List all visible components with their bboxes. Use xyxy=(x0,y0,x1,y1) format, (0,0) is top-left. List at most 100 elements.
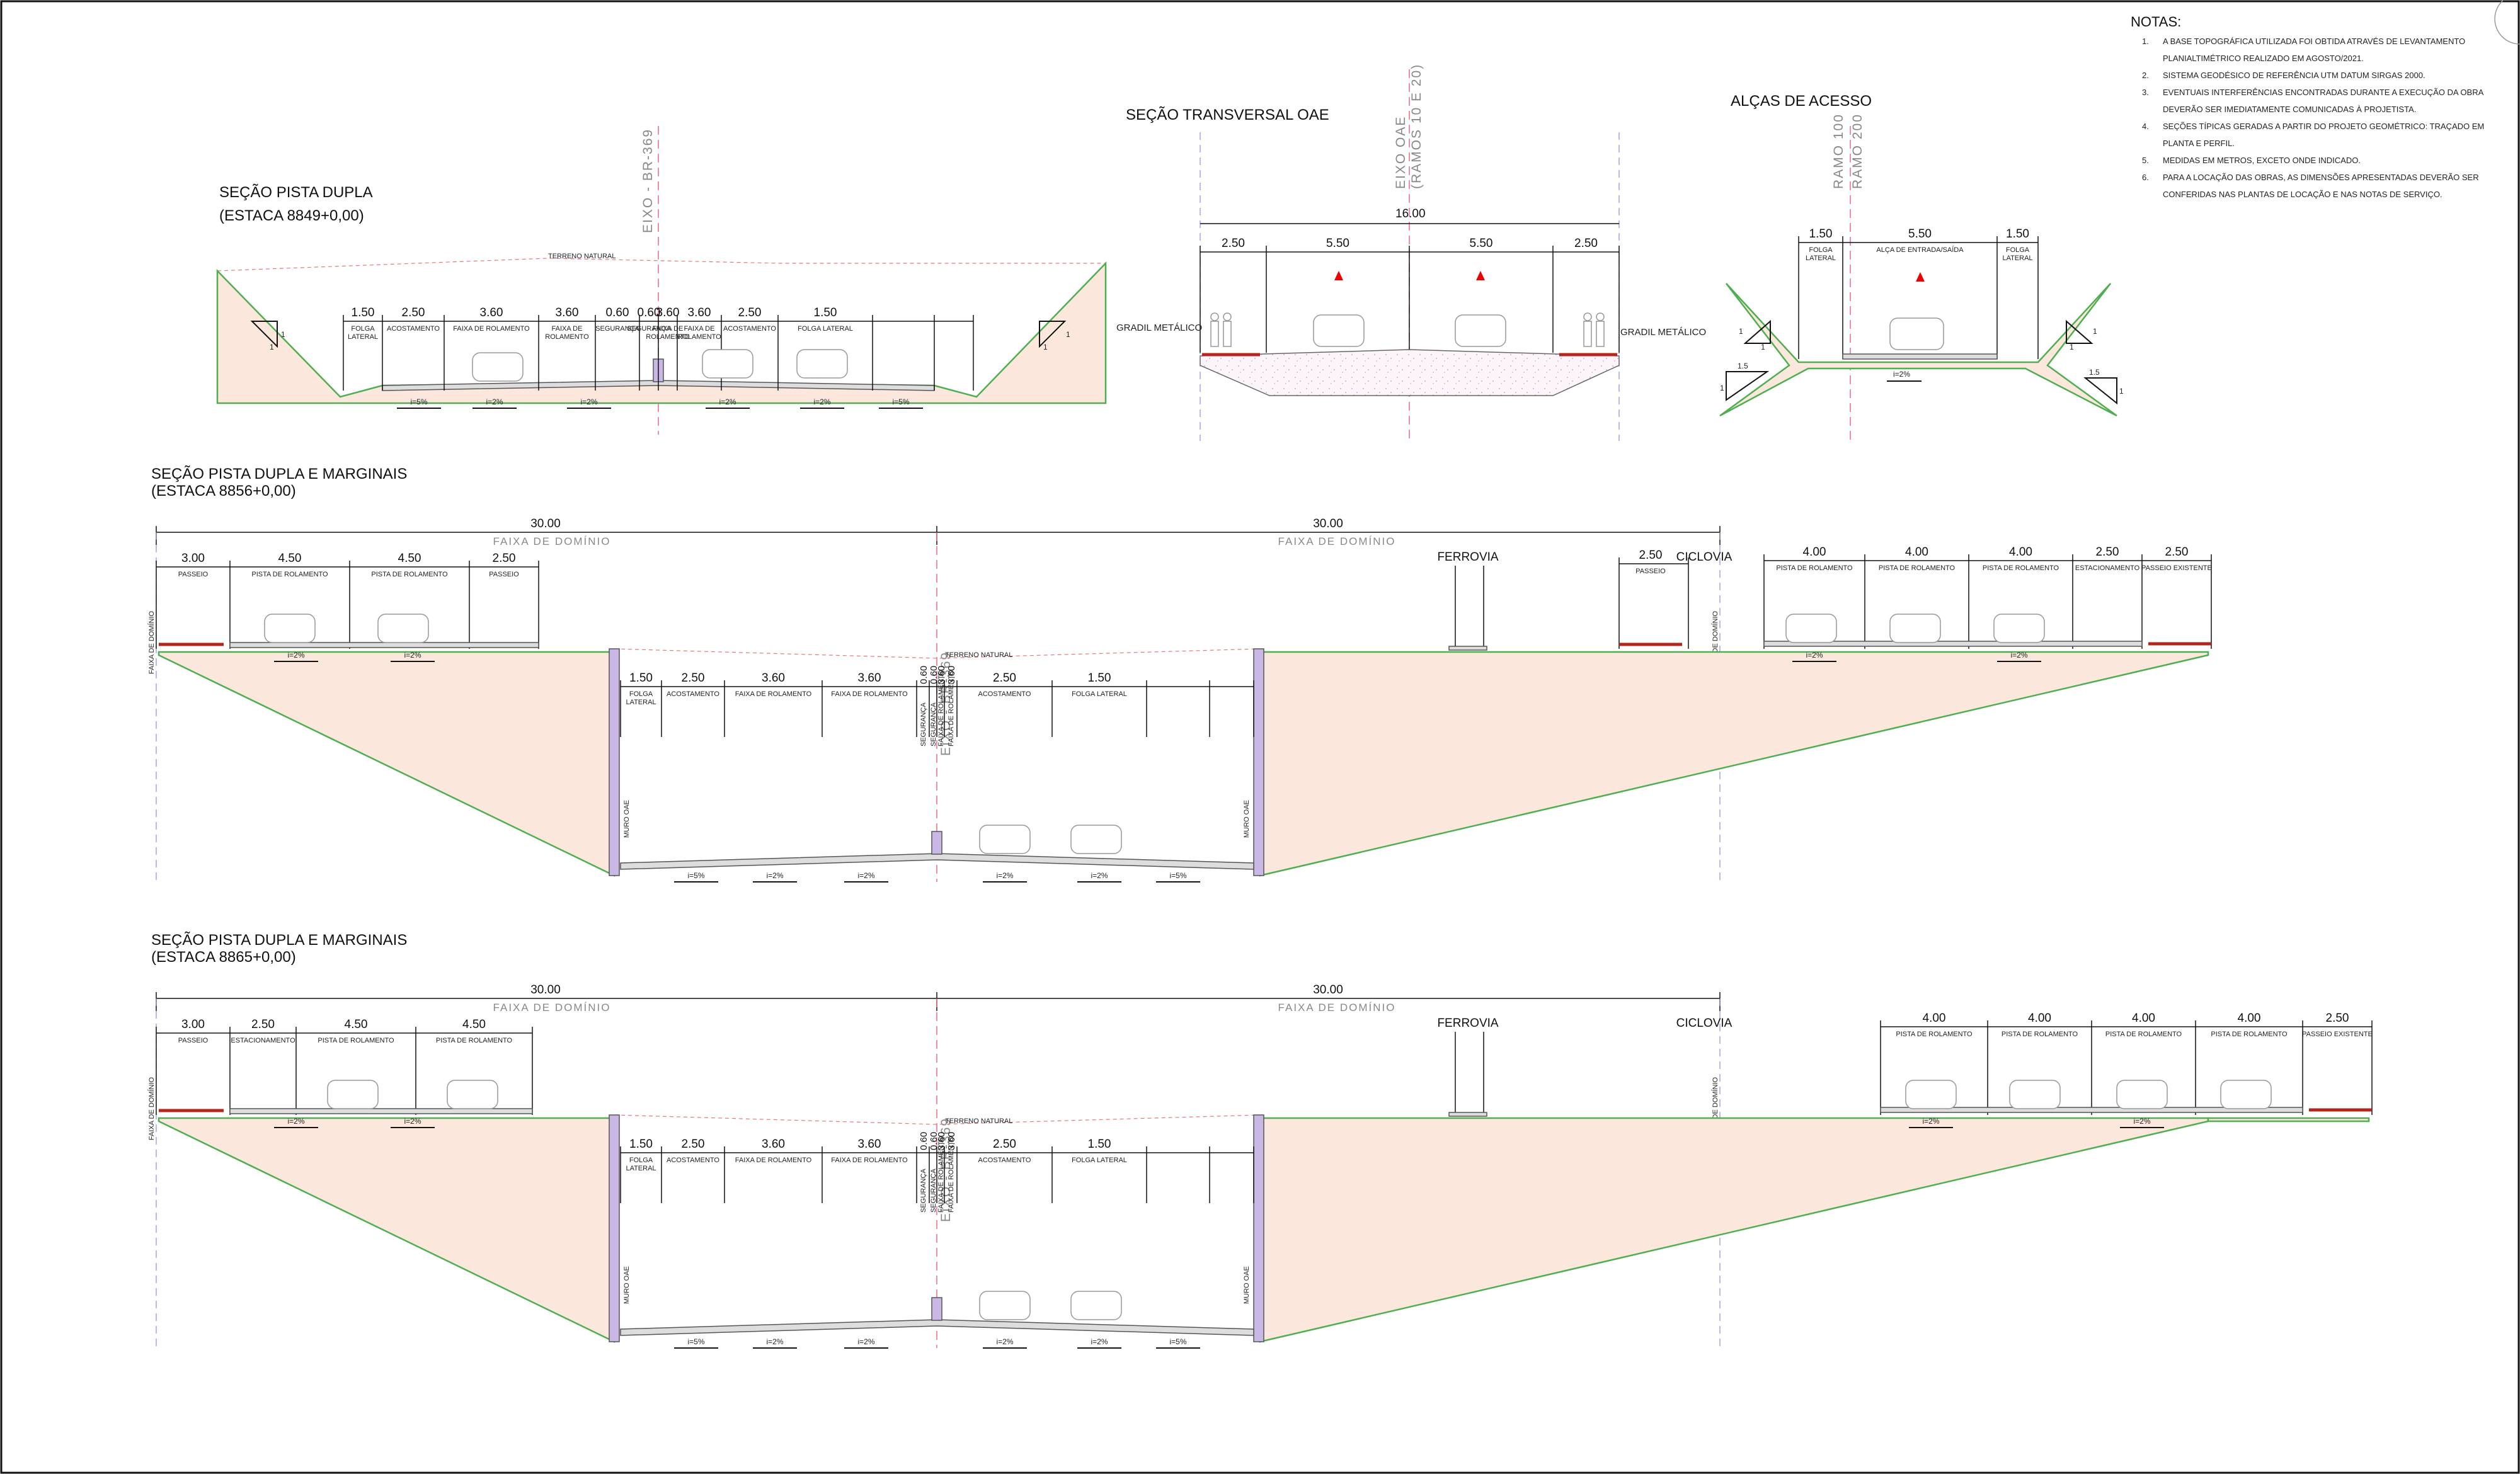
segment-label-line: FAIXA DE xyxy=(684,325,715,333)
muro-label: MURO OAE xyxy=(1243,800,1251,838)
embankment-right xyxy=(1259,1117,2209,1343)
dim-value: 3.60 xyxy=(656,306,680,319)
note-number: 5. xyxy=(2142,156,2149,165)
segment-label: FOLGA LATERAL xyxy=(798,325,853,333)
slope-value: i=2% xyxy=(766,871,783,880)
cars xyxy=(472,349,848,382)
dim-value: 0.60 xyxy=(929,1132,939,1150)
muro-label: MURO OAE xyxy=(623,800,631,838)
section-title: ALÇAS DE ACESSO xyxy=(1731,93,1872,110)
talude-ratio: 1 xyxy=(270,343,274,351)
segment-label: PASSEIO xyxy=(178,571,209,578)
dim-value: 4.00 xyxy=(2238,1012,2261,1025)
dim-value: 4.00 xyxy=(1923,1012,1946,1025)
dim-value: 2.50 xyxy=(682,671,705,685)
dim-value: 2.50 xyxy=(251,1018,275,1031)
segment-label-line: FOLGA xyxy=(1809,246,1833,254)
car xyxy=(1993,614,2045,643)
slope-value: i=2% xyxy=(1091,1337,1108,1346)
segment-label: PISTA DE ROLAMENTO xyxy=(1896,1031,1973,1038)
section-title: SEÇÃO PISTA DUPLA E MARGINAIS xyxy=(151,466,407,483)
dim-value: 1.50 xyxy=(814,306,837,319)
domain-vertical-label: FAIXA DE DOMÍNIO xyxy=(147,1077,156,1140)
note-line: MEDIDAS EM METROS, EXCETO ONDE INDICADO. xyxy=(2163,156,2361,165)
dim-value: 4.00 xyxy=(2028,1012,2051,1025)
svg-text:1: 1 xyxy=(1761,343,1765,351)
car xyxy=(1070,1291,1122,1320)
segment-label-line: ROLAMENTO xyxy=(646,333,690,341)
dim-value: 3.60 xyxy=(858,1138,881,1151)
car xyxy=(1070,825,1122,854)
car xyxy=(979,1291,1031,1320)
slope-value: i=2% xyxy=(766,1337,783,1346)
segment-label: PISTA DE ROLAMENTO xyxy=(1879,564,1956,572)
slope-value: i=2% xyxy=(996,1337,1013,1346)
dim-value: 4.00 xyxy=(2132,1012,2155,1025)
talude-ratio: 1 xyxy=(1043,343,1048,351)
section-subtitle: (ESTACA 8856+0,00) xyxy=(151,483,296,500)
domain-label: FAIXA DE DOMÍNIO xyxy=(1278,535,1396,547)
note-line: CONFERIDAS NAS PLANTAS DE LOCAÇÃO E NAS … xyxy=(2163,190,2443,199)
dim-value: 4.50 xyxy=(278,552,302,565)
dim-value: 3.60 xyxy=(936,666,947,684)
section-oae: SEÇÃO TRANSVERSAL OAE EIXO OAE (RAMOS 10… xyxy=(1116,64,1706,441)
car xyxy=(447,1080,498,1109)
dim-value: 2.50 xyxy=(2326,1012,2349,1025)
domain-dim: 30.00 xyxy=(1313,983,1343,997)
slope-value: i=2% xyxy=(996,871,1013,880)
muro-label: MURO OAE xyxy=(1243,1266,1251,1304)
car xyxy=(264,614,316,643)
segment-label: SEGURANÇA xyxy=(930,1168,937,1213)
domain-dim: 30.00 xyxy=(1313,517,1343,530)
muro-oae-left xyxy=(609,1114,620,1342)
segment-label-line: LATERAL xyxy=(1806,254,1836,262)
pavement xyxy=(1842,353,1998,360)
section-title: SEÇÃO PISTA DUPLA xyxy=(219,184,373,201)
embankment-left xyxy=(158,651,616,877)
car xyxy=(327,1080,379,1109)
dim-value: 2.50 xyxy=(1222,237,1245,250)
slope-value: i=2% xyxy=(580,397,597,406)
segment-label: PISTA DE ROLAMENTO xyxy=(251,571,328,578)
slope-value: i=2% xyxy=(813,397,830,406)
deck-slab xyxy=(1200,349,1620,396)
note-line: SISTEMA GEODÉSICO DE REFERÊNCIA UTM DATU… xyxy=(2163,71,2426,80)
embankment-left xyxy=(158,1117,616,1343)
slope-value: i=2% xyxy=(287,1117,304,1126)
segment-label-line: FOLGA xyxy=(351,325,375,333)
talude-marks: 1 1 1.5 1 1 1 1.5 1 xyxy=(1720,319,2124,405)
car xyxy=(1889,614,1941,643)
axis-label: RAMO 200 xyxy=(1850,113,1865,189)
segment-label: PISTA DE ROLAMENTO xyxy=(2002,1031,2078,1038)
cars xyxy=(1313,314,1506,347)
segment-label: ACOSTAMENTO xyxy=(978,690,1031,698)
domain-label: FAIXA DE DOMÍNIO xyxy=(1278,1002,1396,1014)
dim-value: 2.50 xyxy=(2165,546,2189,559)
natural-ground-line xyxy=(217,258,1106,271)
dim-value: 0.60 xyxy=(638,306,661,319)
dim-value: 1.50 xyxy=(629,1138,653,1151)
svg-text:1: 1 xyxy=(2093,327,2097,336)
axis-label: EIXO - BR-369 xyxy=(939,1117,953,1222)
car xyxy=(2220,1080,2272,1109)
dim-value: 3.60 xyxy=(688,306,711,319)
segment-label: ESTACIONAMENTO xyxy=(2075,564,2140,572)
dim-value: 3.00 xyxy=(181,1018,205,1031)
note-line: PLANIALTIMÉTRICO REALIZADO EM AGOSTO/202… xyxy=(2163,54,2364,63)
traffic-arrow xyxy=(1476,271,1485,280)
segment-label-line: LATERAL xyxy=(626,1165,656,1172)
segment-label-line: FOLGA xyxy=(2006,246,2030,254)
note-number: 6. xyxy=(2142,173,2149,182)
guardrail-left-label: GRADIL METÁLICO xyxy=(1116,323,1202,333)
traffic-arrow xyxy=(1916,272,1925,282)
